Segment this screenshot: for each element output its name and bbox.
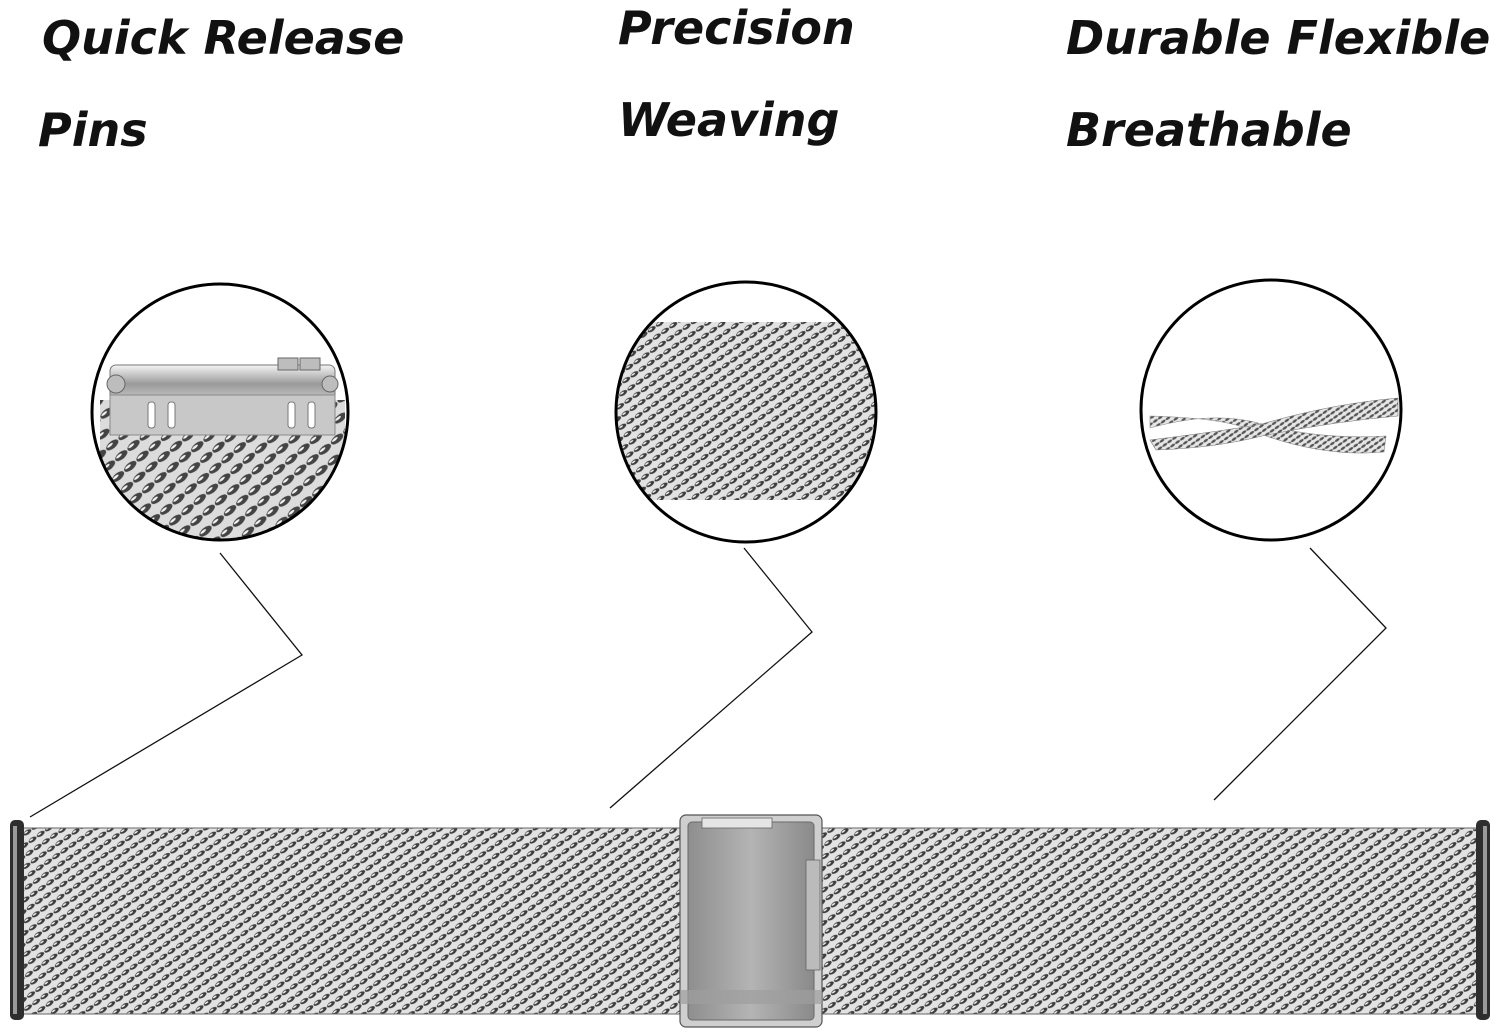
quick-release-pin-detail [90,282,350,542]
feature-title-quick-release: Quick Release Pins [38,0,405,176]
feature-title-line-1: Durable Flexible [1066,11,1491,65]
magnetic-clasp [679,814,823,1028]
callout-line-durable-flexible [1213,547,1387,801]
flexible-band-detail [1139,278,1403,542]
precision-weaving-detail [614,280,878,544]
feature-title-line-2: Breathable [1066,103,1352,157]
feature-title-line-2: Pins [38,103,148,157]
callout-line-precision-weaving [609,547,813,809]
feature-title-line-2: Weaving [618,93,840,147]
callout-lines [29,547,1387,818]
feature-title-precision-weaving: Precision Weaving [618,0,855,166]
feature-title-line-1: Precision [618,1,855,55]
feature-title-durable-flexible: Durable Flexible Breathable [1066,0,1490,176]
callout-line-quick-release [29,552,303,818]
feature-title-line-1: Quick Release [42,11,405,65]
